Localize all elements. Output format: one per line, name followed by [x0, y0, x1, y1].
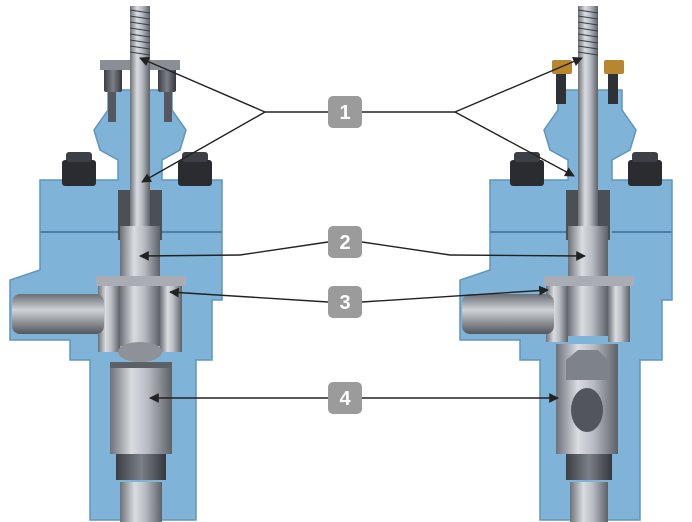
callout-badge: [328, 96, 362, 128]
right-valve: [459, 6, 673, 522]
left-flange-nut-left: [62, 160, 96, 186]
callout-1: 1: [328, 96, 362, 128]
callout-2: 2: [328, 226, 362, 258]
left-valve-stem: [130, 6, 150, 226]
right-flange-nut-right: [628, 160, 662, 186]
right-inlet-pipe: [462, 294, 554, 334]
right-valve-stem: [578, 6, 598, 226]
callout-label: 4: [339, 388, 351, 410]
left-valve-liner: [110, 362, 172, 454]
callout-label: 3: [339, 292, 350, 314]
callout-label: 1: [339, 102, 350, 124]
right-gland-nut-right: [604, 60, 624, 74]
callout-badge: [328, 382, 362, 414]
left-inlet-pipe: [12, 294, 104, 334]
callout-4: 4: [328, 382, 362, 414]
callout-badge: [328, 286, 362, 318]
callout-3: 3: [328, 286, 362, 318]
callout-badge: [328, 226, 362, 258]
leader-lines: [139, 56, 586, 403]
right-flange-nut-left: [510, 160, 544, 186]
left-valve: [9, 6, 223, 522]
left-flange-nut-right: [178, 160, 212, 186]
callout-label: 2: [339, 232, 350, 254]
